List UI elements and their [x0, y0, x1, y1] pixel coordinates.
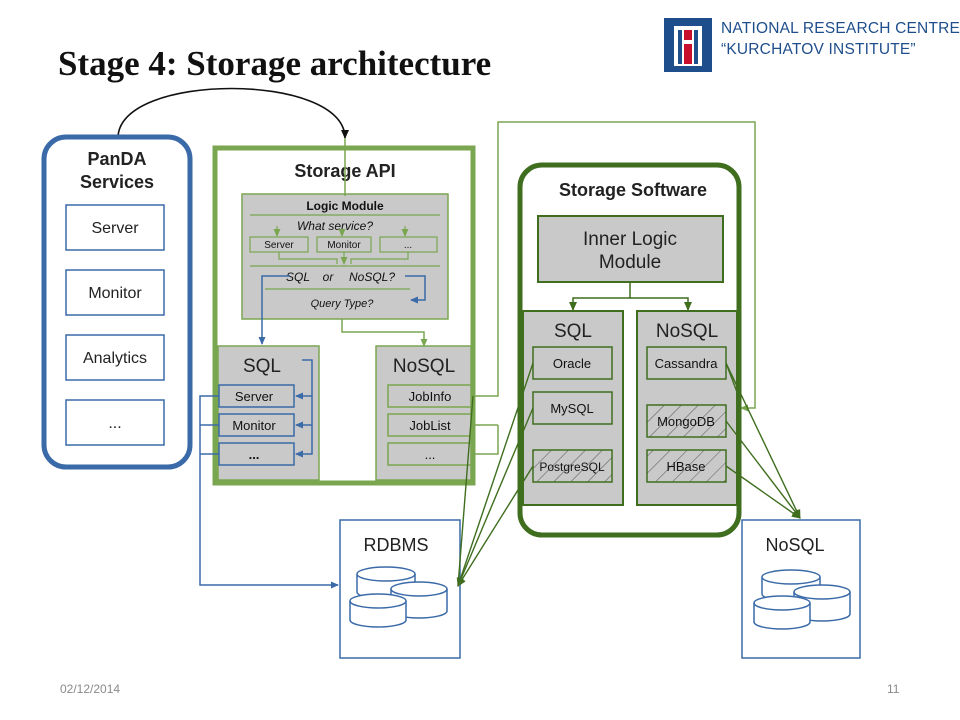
software-nosql-mongodb: MongoDB	[657, 414, 715, 429]
org-name-line2: “KURCHATOV INSTITUTE”	[721, 41, 916, 58]
logic-sql-label: SQL	[286, 270, 310, 284]
rdbms-store: RDBMS	[339, 519, 461, 659]
api-sql-item-server: Server	[235, 389, 274, 404]
kurchatov-logo-icon	[664, 18, 712, 72]
panda-to-api-arrow	[117, 87, 349, 139]
api-sql-title: SQL	[243, 356, 281, 377]
software-nosql-title: NoSQL	[656, 321, 718, 342]
api-sql-item-more: ...	[249, 447, 260, 462]
panda-title-line2: Services	[80, 172, 154, 192]
sql-engines-to-rdbms-arrows	[456, 362, 534, 587]
rdbms-database-icon	[349, 566, 448, 628]
api-nosql-item-joblist: JobList	[409, 418, 451, 433]
api-nosql-box: NoSQL JobInfo JobList ...	[375, 345, 472, 481]
software-nosql-hbase: HBase	[666, 459, 705, 474]
logic-or-label: or	[323, 270, 335, 284]
logic-question: What service?	[297, 219, 373, 233]
logic-query-type: Query Type?	[311, 298, 375, 310]
org-name: NATIONAL RESEARCH CENTRE “KURCHATOV INST…	[721, 18, 960, 60]
nosql-store: NoSQL	[741, 519, 861, 659]
panda-services-box: PanDA Services Server Monitor Analytics …	[41, 134, 193, 470]
logic-service-server: Server	[264, 240, 294, 251]
software-nosql-cassandra: Cassandra	[655, 356, 719, 371]
software-sql-title: SQL	[554, 321, 592, 342]
nosql-database-icon	[753, 569, 851, 630]
panda-title-line1: PanDA	[87, 149, 146, 169]
storage-software-box: Storage Software Inner Logic Module SQL …	[517, 162, 742, 538]
api-sql-item-monitor: Monitor	[232, 418, 276, 433]
logic-module-title: Logic Module	[306, 199, 384, 213]
storage-software-title: Storage Software	[559, 180, 707, 200]
footer-page-number: 11	[887, 682, 900, 696]
rdbms-title: RDBMS	[363, 535, 428, 555]
api-sql-to-rdbms-arrow	[199, 395, 339, 589]
panda-item-server: Server	[91, 220, 139, 237]
inner-logic-line1: Inner Logic	[583, 229, 677, 250]
nosql-engines-to-store-arrows	[725, 362, 801, 519]
api-sql-box: SQL Server Monitor ...	[217, 345, 320, 481]
software-sql-oracle: Oracle	[553, 356, 591, 371]
api-nosql-item-jobinfo: JobInfo	[409, 389, 452, 404]
panda-item-monitor: Monitor	[88, 285, 142, 302]
logic-module-box: Logic Module What service? Server Monito…	[241, 193, 449, 320]
slide-title: Stage 4: Storage architecture	[58, 44, 492, 83]
logic-to-nosql-arrow	[341, 319, 428, 347]
logic-to-sql-arrow	[258, 275, 290, 345]
logic-service-monitor: Monitor	[327, 240, 361, 251]
org-name-line1: NATIONAL RESEARCH CENTRE	[721, 20, 960, 37]
api-nosql-title: NoSQL	[393, 356, 455, 377]
storage-api-box: Storage API Logic Module What service? S…	[212, 145, 476, 486]
logic-service-more: ...	[404, 240, 412, 251]
footer-date: 02/12/2014	[60, 682, 121, 696]
software-sql-mysql: MySQL	[550, 401, 593, 416]
api-nosql-item-more: ...	[425, 447, 436, 462]
software-sql-postgresql: PostgreSQL	[539, 460, 605, 474]
api-nosql-to-software-arrow	[473, 121, 756, 412]
logic-nosql-label: NoSQL?	[349, 270, 395, 284]
panda-item-analytics: Analytics	[83, 350, 147, 367]
inner-logic-line2: Module	[599, 252, 661, 273]
panda-item-more: ...	[108, 415, 121, 432]
nosql-store-title: NoSQL	[765, 535, 824, 555]
